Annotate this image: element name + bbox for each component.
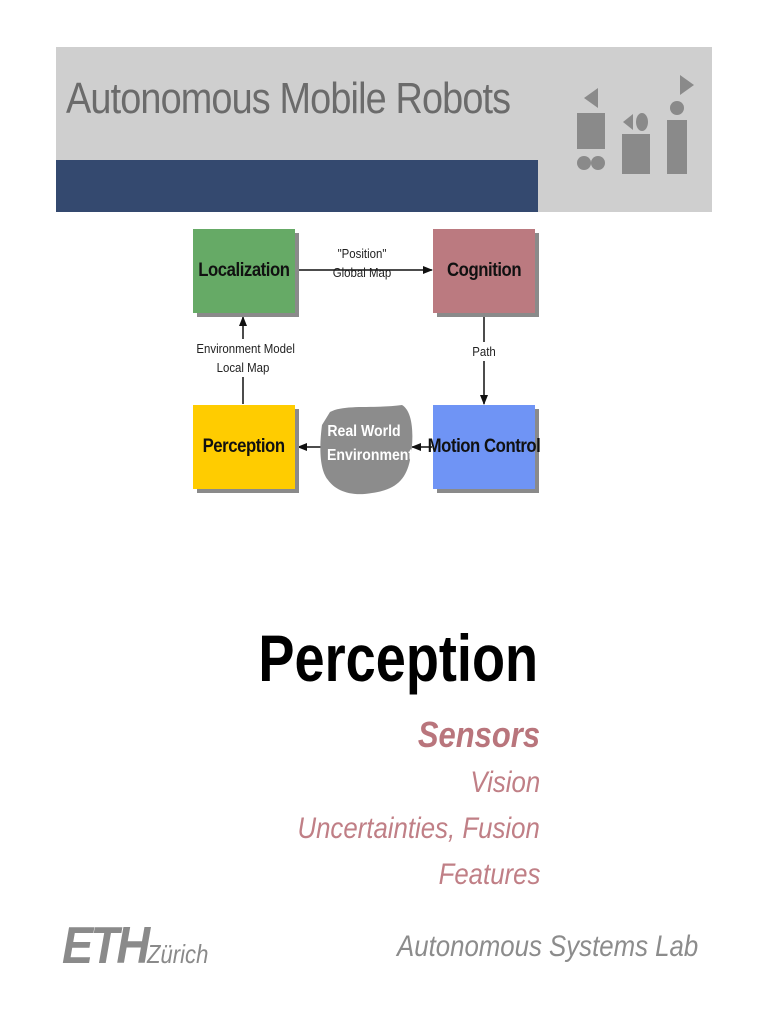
cognition-box: Cognition [433,229,535,313]
header-accent-bar [56,160,538,212]
topic-vision: Vision [470,766,540,799]
control-loop-diagram [239,266,488,495]
eth-wordmark: ETH [62,917,150,975]
slide-title: Perception [258,621,538,695]
header-title: Autonomous Mobile Robots [66,74,511,123]
topic-sensors: Sensors [417,714,540,755]
environment-label: Real World Environment [327,423,414,464]
localization-box: Localization [193,229,295,313]
label-position-global-map: "Position" Global Map [332,246,392,280]
label-environment-model: Environment Model Local Map [190,339,296,377]
topic-uncertainties-fusion: Uncertainties, Fusion [297,812,540,845]
label-path: Path [464,342,504,361]
zurich-wordmark: Zürich [147,939,209,969]
topic-features: Features [438,858,540,891]
perception-box: Perception [193,405,295,489]
environment-cloud [320,405,413,495]
robot-shapes-icon [577,75,694,174]
motion-control-box: Motion Control [428,405,541,489]
footer-lab-name: Autonomous Systems Lab [396,930,698,963]
eth-zurich-logo: ETHZürich [62,916,219,976]
